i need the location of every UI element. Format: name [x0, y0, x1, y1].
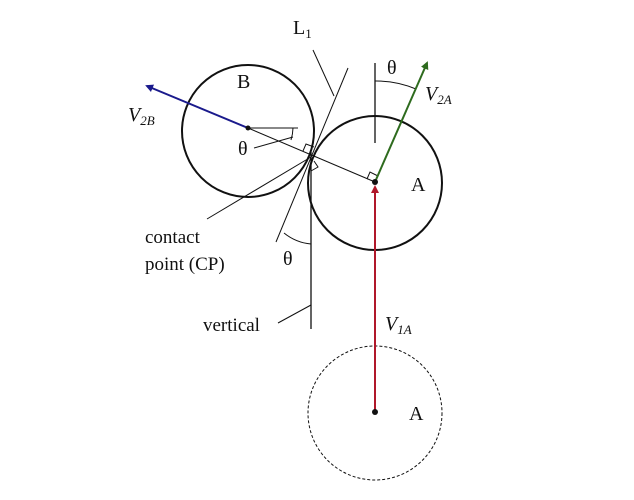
label-a-top: A — [411, 174, 426, 196]
theta-b-leader — [253, 136, 294, 149]
vertical-leader — [277, 304, 312, 324]
ball-b — [181, 64, 315, 198]
theta-arc-b — [290, 127, 294, 141]
label-b: B — [237, 71, 250, 93]
v2b-arrow — [145, 84, 249, 129]
center-a-initial — [372, 409, 378, 415]
center-b — [245, 125, 251, 131]
right-angle-cp-upper — [302, 143, 315, 152]
theta-arc-bottom — [283, 232, 312, 245]
l1-leader — [312, 49, 335, 97]
label-v2a: V2A — [425, 83, 452, 107]
label-v1a: V1A — [385, 313, 412, 337]
right-angle-a — [366, 171, 379, 180]
label-theta-top: θ — [387, 57, 397, 79]
contact-point-leader — [206, 156, 312, 220]
label-v2b: V2B — [128, 104, 155, 128]
v2a-arrow — [374, 61, 429, 183]
label-vertical: vertical — [203, 315, 260, 336]
right-angle-cp-lower — [310, 160, 319, 172]
label-theta-b: θ — [238, 138, 248, 160]
label-theta-bottom: θ — [283, 248, 293, 270]
label-l1: L1 — [293, 17, 312, 41]
label-contact-line1: contact — [145, 227, 201, 248]
label-a-bottom: A — [409, 403, 424, 425]
center-a — [372, 179, 378, 185]
label-contact-line2: point (CP) — [145, 254, 225, 275]
tangent-line — [275, 67, 349, 243]
theta-arc-top — [374, 80, 417, 90]
